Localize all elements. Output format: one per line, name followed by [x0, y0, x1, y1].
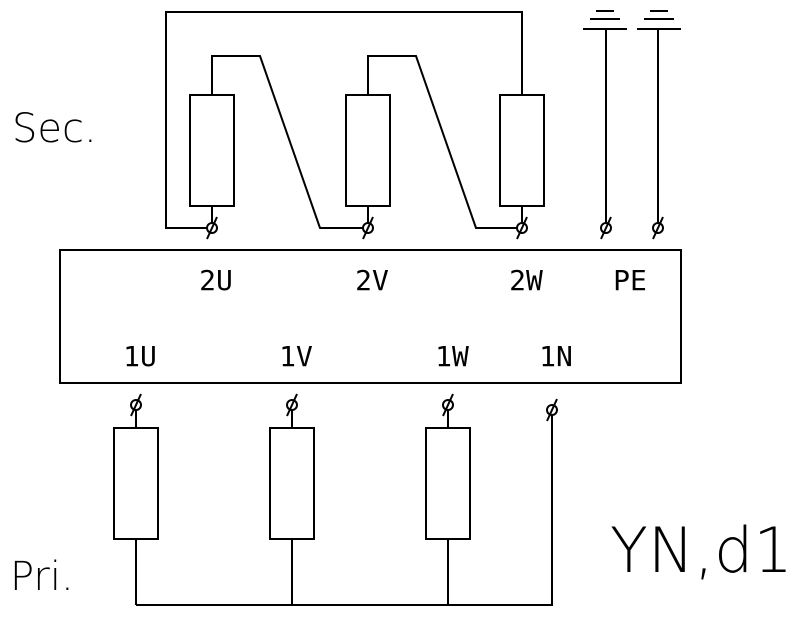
terminal-symbol-1v [286, 393, 298, 417]
vector-group-label: YN,d1 [610, 514, 793, 587]
winding-1v [269, 427, 315, 540]
neutral-star-wire [136, 410, 553, 606]
primary-label: Pri. [10, 554, 74, 600]
wire-2v-to-2w [367, 55, 522, 229]
terminal-symbol-1u [130, 393, 142, 417]
terminal-label-2u: 2U [199, 264, 233, 297]
terminal-label-2v: 2V [355, 264, 389, 297]
terminal-label-1w: 1W [435, 340, 469, 373]
terminal-symbol-2u [206, 216, 218, 240]
winding-1w [425, 427, 471, 540]
terminal-symbol-2w [516, 216, 528, 240]
winding-1u [113, 427, 159, 540]
wire-2u-to-2v [211, 55, 368, 229]
winding-2w [499, 94, 545, 207]
secondary-delta-return-wire [165, 11, 523, 229]
winding-2v [345, 94, 391, 207]
terminal-symbol-2v [362, 216, 374, 240]
terminal-label-1n: 1N [539, 340, 573, 373]
terminal-symbol-1w [442, 393, 454, 417]
terminal-label-1u: 1U [123, 340, 157, 373]
terminal-symbol-1n [546, 398, 558, 422]
ground-icon [583, 10, 627, 240]
secondary-label: Sec. [12, 106, 97, 152]
terminal-label-2w: 2W [509, 264, 543, 297]
terminal-label-1v: 1V [279, 340, 313, 373]
terminal-box [59, 249, 682, 384]
winding-2u [189, 94, 235, 207]
terminal-label-pe: PE [613, 264, 647, 297]
ground-icon [637, 10, 681, 240]
